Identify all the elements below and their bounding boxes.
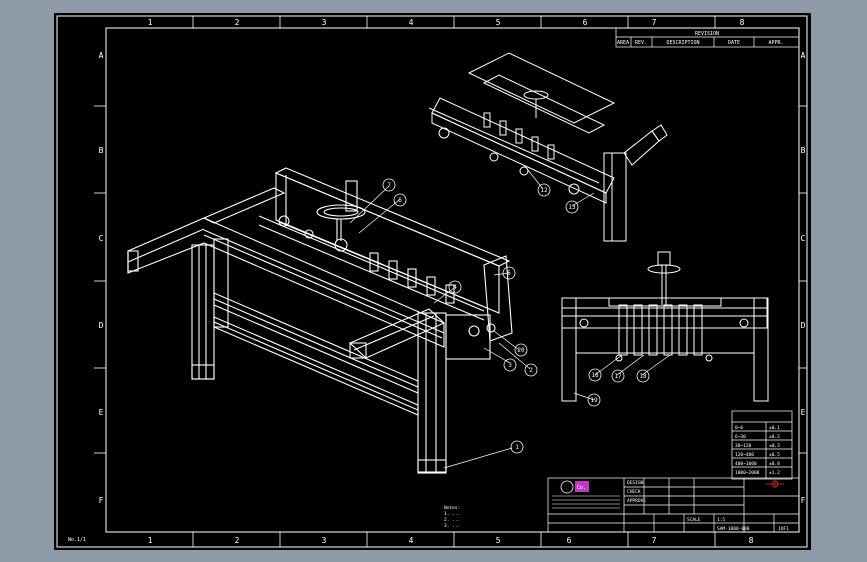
revision-table	[615, 27, 800, 48]
col-label-top-4: 4	[409, 18, 414, 27]
revision-header-description: DESCRIPTION	[666, 40, 699, 46]
row-label-left-b: B	[99, 146, 104, 155]
balloon-2: 2	[529, 367, 533, 374]
row-label-right-b: B	[801, 146, 806, 155]
tolerance-range-4: 120~400	[735, 452, 754, 458]
row-label-left-a: A	[99, 51, 104, 60]
balloon-1: 1	[515, 444, 519, 451]
title-design-label: DESIGN	[627, 480, 644, 486]
col-label-top-5: 5	[496, 18, 501, 27]
title-drawing-number: SAM-1000-000	[717, 526, 750, 532]
balloon-3: 3	[508, 362, 512, 369]
col-label-bottom-3: 3	[322, 536, 327, 545]
tolerance-value-2: ±0.2	[769, 434, 780, 440]
row-label-right-e: E	[801, 408, 806, 417]
balloon-12: 12	[540, 187, 548, 194]
row-label-right-c: C	[801, 234, 806, 243]
top-right-isometric-view	[428, 52, 668, 242]
col-label-bottom-4: 4	[409, 536, 414, 545]
col-label-top-8: 8	[740, 18, 745, 27]
tolerance-range-2: 6~30	[735, 434, 746, 440]
title-check-label: CHECK	[627, 489, 641, 495]
revision-header-rev: REV.	[635, 40, 647, 46]
balloon-20: 20	[517, 347, 525, 354]
tolerance-value-1: ±0.1	[769, 425, 780, 431]
projection-symbol-icon	[766, 480, 784, 488]
tolerance-range-3: 30~120	[735, 443, 752, 449]
balloon-17: 17	[614, 373, 622, 380]
title-sheet: 1OF1	[778, 526, 789, 532]
main-isometric-view	[127, 167, 513, 474]
title-scale-value: 1:5	[717, 517, 725, 523]
col-label-bottom-1: 1	[148, 536, 153, 545]
notes-line-1: 1. ...	[444, 511, 460, 517]
col-label-bottom-6: 6	[567, 536, 572, 545]
col-label-bottom-5: 5	[496, 536, 501, 545]
title-scale-label: SCALE	[687, 517, 701, 523]
front-orthographic-view	[561, 251, 769, 402]
revision-header-appr: APPR.	[768, 40, 783, 46]
col-label-top-7: 7	[652, 18, 657, 27]
col-label-bottom-2: 2	[235, 536, 240, 545]
cad-drawing-viewport[interactable]: 1 2 3 4 5 6 7 8 1 2 3 4 5 6 7 8 A B C D …	[54, 13, 811, 550]
company-logo-icon	[560, 480, 574, 494]
row-label-left-f: F	[99, 496, 104, 505]
row-label-left-d: D	[99, 321, 104, 330]
balloon-13: 13	[568, 204, 576, 211]
tolerance-value-3: ±0.3	[769, 443, 780, 449]
col-label-top-6: 6	[583, 18, 588, 27]
revision-header-area: AREA	[617, 40, 629, 46]
company-logo-text: Co.	[577, 485, 586, 491]
drawing-canvas: 1 2 3 4 5 6 7 8 1 2 3 4 5 6 7 8 A B C D …	[56, 15, 808, 548]
balloon-6: 6	[398, 197, 402, 204]
notes-line-2: 2. ...	[444, 517, 460, 523]
col-label-top-1: 1	[148, 18, 153, 27]
balloon-4: 4	[453, 284, 457, 291]
tolerance-value-5: ±0.8	[769, 461, 780, 467]
balloon-5: 5	[507, 270, 511, 277]
revision-title: REVISION	[695, 31, 719, 37]
company-logo-badge	[575, 481, 589, 492]
notes-line-3: 3. ...	[444, 523, 460, 529]
col-label-bottom-7: 7	[652, 536, 657, 545]
row-label-left-e: E	[99, 408, 104, 417]
title-block	[547, 477, 800, 533]
revision-header-date: DATE	[728, 40, 740, 46]
row-label-right-f: F	[801, 496, 806, 505]
title-approve-label: APPROVE	[627, 498, 646, 504]
tolerance-value-6: ±1.2	[769, 470, 780, 476]
balloon-7: 7	[387, 182, 391, 189]
row-label-left-c: C	[99, 234, 104, 243]
tolerance-range-1: 0~6	[735, 425, 743, 431]
outer-border	[56, 15, 808, 548]
company-address-lines	[552, 495, 620, 509]
tolerance-value-4: ±0.5	[769, 452, 780, 458]
row-label-right-a: A	[801, 51, 806, 60]
balloon-18: 18	[639, 373, 647, 380]
col-label-top-3: 3	[322, 18, 327, 27]
col-label-top-2: 2	[235, 18, 240, 27]
corner-label: No.1/1	[68, 537, 86, 543]
tolerance-table	[731, 410, 793, 480]
tolerance-range-6: 1000~2000	[735, 470, 760, 476]
balloon-16: 16	[591, 372, 599, 379]
balloon-19: 19	[590, 397, 598, 404]
notes-heading: Notes:	[444, 505, 460, 511]
inner-border	[105, 27, 800, 533]
row-label-right-d: D	[801, 321, 806, 330]
tolerance-range-5: 400~1000	[735, 461, 757, 467]
col-label-bottom-8: 8	[749, 536, 754, 545]
